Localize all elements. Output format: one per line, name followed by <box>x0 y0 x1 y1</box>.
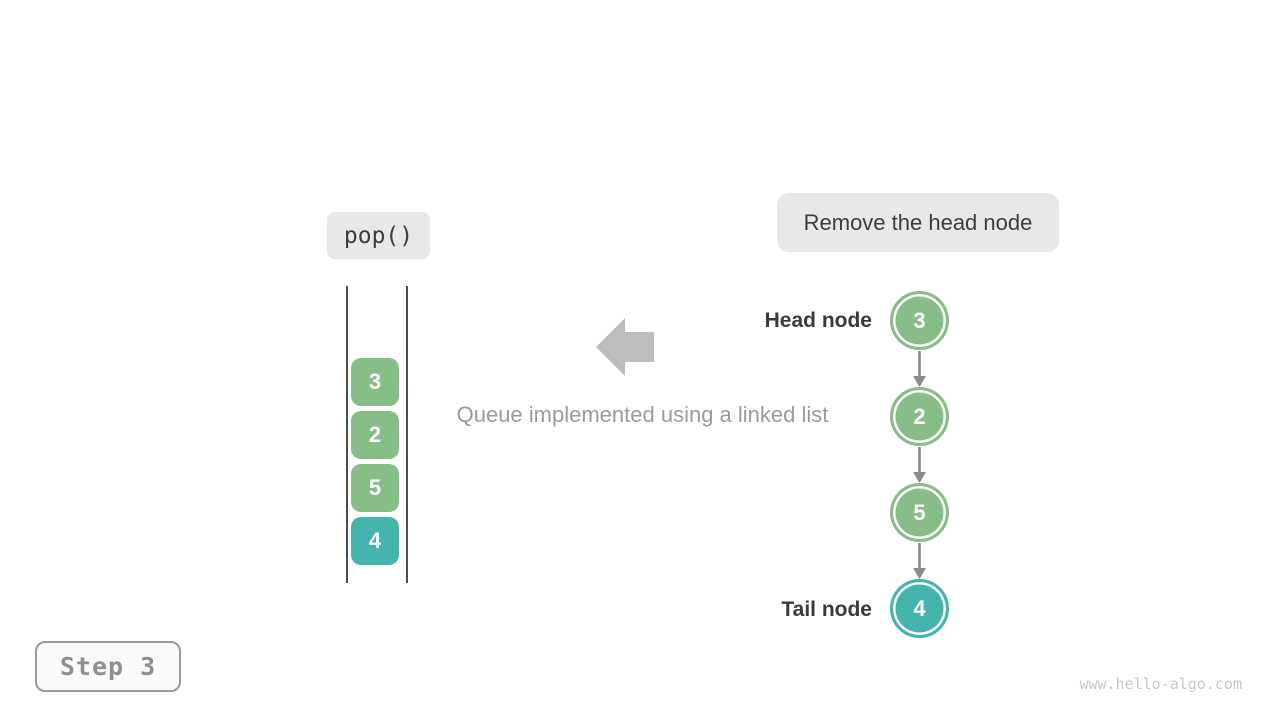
diagram-caption: Queue implemented using a linked list <box>456 402 829 427</box>
left-arrow-icon <box>596 316 656 383</box>
step-badge: Step 3 <box>35 641 181 692</box>
queue-container-right-wall <box>406 286 408 583</box>
arrow-down-icon <box>910 447 929 483</box>
linked-list-node: 3 <box>890 291 949 350</box>
remove-head-annotation: Remove the head node <box>777 193 1059 252</box>
tail-node-label: Tail node <box>781 598 872 621</box>
pop-operation-label: pop() <box>327 212 430 259</box>
linked-list-node: 5 <box>890 483 949 542</box>
queue-container-left-wall <box>346 286 348 583</box>
watermark-url: www.hello-algo.com <box>1079 675 1242 693</box>
queue-cell: 4 <box>351 517 399 565</box>
linked-list-node: 2 <box>890 387 949 446</box>
head-node-label: Head node <box>764 309 872 332</box>
linked-list-node: 4 <box>890 579 949 638</box>
queue-cell: 2 <box>351 411 399 459</box>
queue-cell: 5 <box>351 464 399 512</box>
arrow-down-icon <box>910 351 929 387</box>
arrow-down-icon <box>910 543 929 579</box>
queue-cell: 3 <box>351 358 399 406</box>
